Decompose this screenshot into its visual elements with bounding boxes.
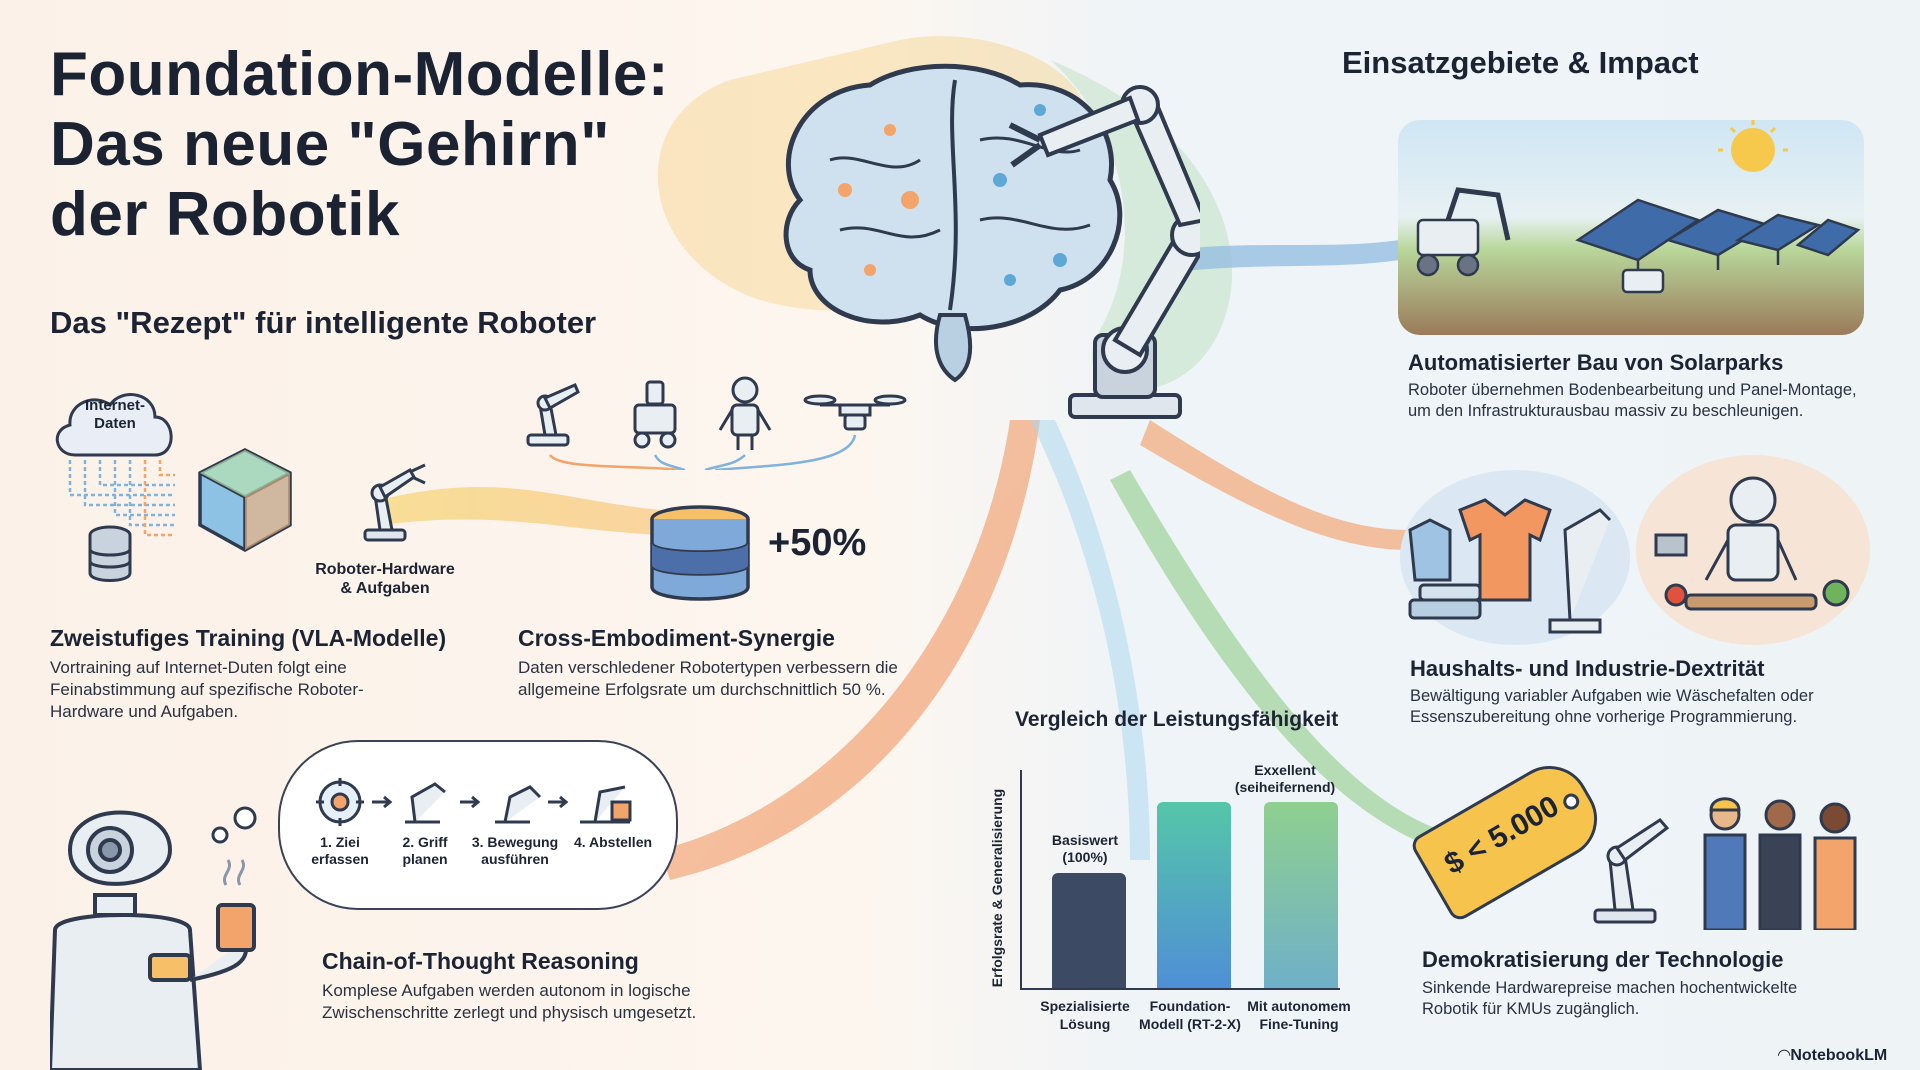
recipe-heading: Das "Rezept" für intelligente Roboter [50,305,597,340]
kitchen-icon [1654,476,1850,611]
robot-arm-icon [1008,85,1200,419]
brain-robot-illustration [783,63,1200,419]
chart-y-axis-label: Erfolgsrate & Generalisierung [989,788,1005,988]
bar-1 [1052,873,1126,988]
cloud-label: Internet- Daten [85,397,145,432]
household-image [1400,455,1870,645]
team-robot-icon [1593,797,1857,930]
household-text: Bewältigung variabler Aufgaben wie Wäsch… [1410,687,1814,727]
cot-step-3: 3. Bewegung ausführen [471,834,559,867]
cot-step-icons [316,778,632,826]
category-label-1: Spezialisierte Lösung [1040,998,1130,1032]
cot-text: Komplese Aufgaben werden autonom in logi… [322,981,697,1023]
household-title: Haushalts- und Industrie-Dextrität [1410,656,1765,681]
solar-image [1398,120,1864,335]
data-lines-icon [68,460,175,537]
robot-types-icon [526,376,907,470]
success-badge: +50% [768,522,867,564]
category-label-2: Foundation- Modell (RT-2-X) [1139,998,1241,1032]
category-label-3: Mit autonomem Fine-Tuning [1247,998,1351,1032]
watermark: ◠ NotebookLM [1778,1047,1888,1064]
hardware-label: Roboter-Hardware & Aufgaben [315,561,455,598]
notebook-logo-icon: ◠ [1778,1047,1791,1064]
cross-text: Daten verschledener Robotertypen verbess… [518,658,898,700]
solar-title: Automatisierter Bau von Solarparks [1408,350,1784,375]
democracy-title: Demokratisierung der Technologie [1422,947,1784,972]
database-icon [88,525,132,582]
training-illustration: Internet- Daten Roboter-Hardware & Aufga… [50,385,455,605]
chart-axis-x [1020,988,1340,990]
cloud-icon [55,393,173,457]
humanoid-robot-illustration [50,806,257,1070]
tag-hole-icon [1560,790,1583,813]
training-title: Zweistufiges Training (VLA-Modelle) [50,625,447,651]
database-stack-icon [650,505,750,601]
kitchen-scene [1636,455,1870,645]
thought-bubble: 1. Ziei erfassen 2. Griff planen 3. Bewe… [278,740,678,910]
page-title: Foundation-Modelle: Das neue "Gehirn" de… [50,40,670,250]
brain-icon [783,63,1123,383]
solar-scene-icon [1416,120,1861,294]
bar-annotation-1: Basiswert (100%) [1051,832,1119,865]
cot-step-4: 4. Abstellen [573,834,653,850]
democracy-text: Sinkende Hardwarepreise machen hochentwi… [1422,979,1798,1019]
cross-title: Cross-Embodiment-Synergie [518,625,835,651]
cot-step-1: 1. Ziei erfassen [311,834,369,867]
robot-arm-small-icon [363,463,426,542]
chart-title: Vergleich der Leistungsfähigkeit [1015,708,1339,731]
chart-plot-area [1022,770,1340,988]
cross-illustration: +50% [520,370,920,610]
laundry-icon [1408,498,1612,634]
chart-axis-y [1020,770,1022,990]
training-text: Vortraining auf Internet-Duten folgt ein… [50,658,364,722]
model-cube-icon [198,448,292,553]
cot-step-2: 2. Griff planen [402,834,448,867]
cot-title: Chain-of-Thought Reasoning [322,948,639,974]
cot-steps: 1. Ziei erfassen 2. Griff planen 3. Bewe… [300,772,670,892]
performance-chart: Erfolgsrate & Generalisierung Basiswert … [989,760,1351,1050]
bar-3 [1264,802,1338,988]
bar-2 [1157,802,1231,988]
laundry-scene [1400,470,1630,645]
impact-heading: Einsatzgebiete & Impact [1342,45,1699,80]
bar-annotation-3: Exxellent (seiheifernend) [1234,762,1336,795]
solar-text: Roboter übernehmen Bodenbearbeitung und … [1408,381,1857,421]
